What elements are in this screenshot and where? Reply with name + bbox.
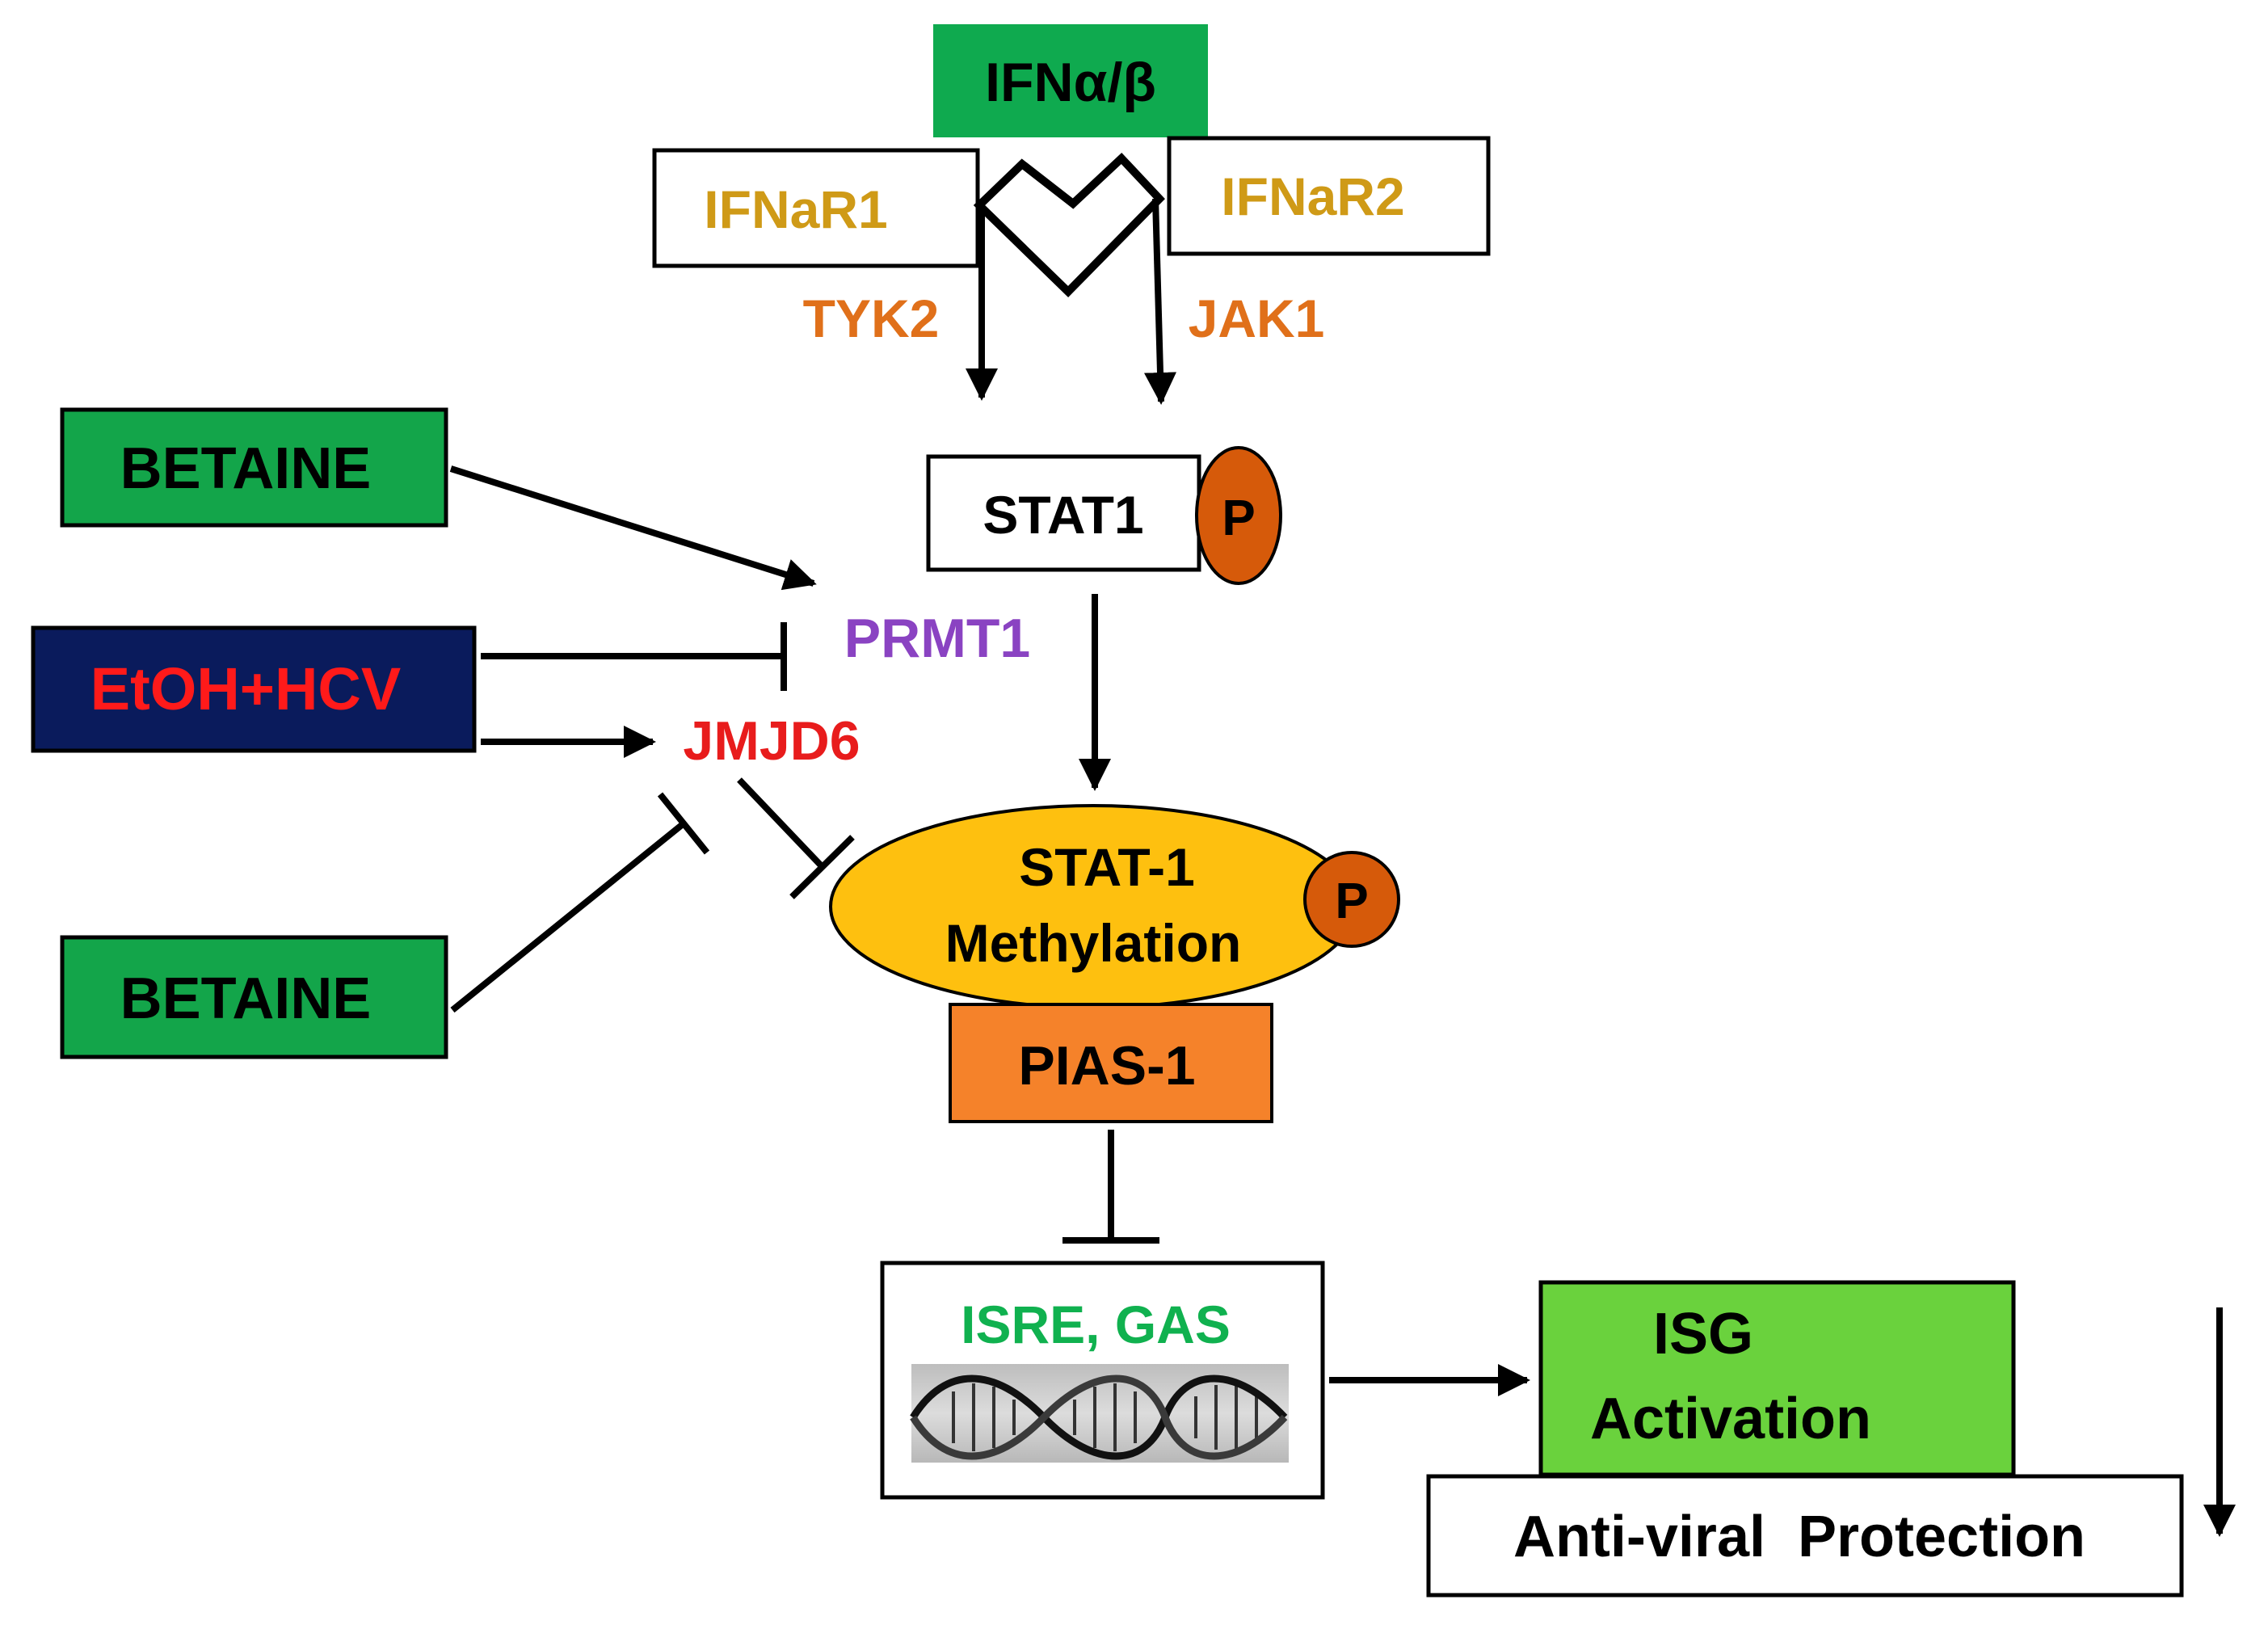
etoh-hcv-box xyxy=(31,625,477,753)
methylation-phospho-badge xyxy=(1303,851,1400,948)
betaine-top-label: BETAINE xyxy=(120,436,372,501)
methylation-line1: STAT-1 xyxy=(1019,837,1195,897)
isg-activation-box xyxy=(1538,1280,2016,1477)
jmjd6-inhibits-methylation-bar xyxy=(789,835,855,899)
stat1-box xyxy=(926,454,1201,572)
jmjd6-inhibits-methylation-line xyxy=(737,777,824,869)
isg-line1: ISG xyxy=(1653,1302,1753,1366)
etoh-hcv-node: EtOH+HCV xyxy=(31,625,477,753)
antiviral-protection-box xyxy=(1426,1474,2184,1598)
ifnar1-label: IFNaR1 xyxy=(704,179,887,239)
dna-icon xyxy=(910,1364,1289,1463)
isre-gas-node: ISRE, GAS xyxy=(880,1261,1325,1500)
etoh-hcv-label: EtOH+HCV xyxy=(90,655,401,722)
ifn-ligand-box xyxy=(933,24,1208,137)
methylation-line2: Methylation xyxy=(945,913,1242,973)
methylation-ellipse xyxy=(829,804,1357,1009)
prmt1-label: PRMT1 xyxy=(844,608,1030,669)
ifnar2-box xyxy=(1167,136,1491,256)
isg-line2: Activation xyxy=(1590,1387,1871,1451)
stat1-phospho-label: P xyxy=(1222,490,1255,546)
betaine-inhibits-jmjd6-bar xyxy=(657,792,710,855)
jak1-arrow xyxy=(1144,198,1176,405)
isg-activation-node: ISG Activation xyxy=(1538,1280,2016,1477)
isre-gas-label: ISRE, GAS xyxy=(961,1295,1231,1354)
ifnar1-box xyxy=(652,148,980,268)
jak1-label: JAK1 xyxy=(1189,288,1325,348)
betaine-inhibits-jmjd6-line xyxy=(450,821,685,1013)
betaine-bottom-node: BETAINE xyxy=(60,935,448,1059)
pias1-label: PIAS-1 xyxy=(1018,1035,1195,1097)
betaine-activates-prmt1-arrow xyxy=(449,465,817,591)
betaine-bottom-box xyxy=(60,935,448,1059)
tyk2-label: TYK2 xyxy=(803,288,940,348)
stat1-phospho-badge xyxy=(1195,446,1282,585)
ifn-ligand: IFNα/β xyxy=(933,24,1208,137)
ifn-ligand-label: IFNα/β xyxy=(985,52,1156,113)
antiviral-protection-node: Anti-viral Protection xyxy=(1426,1474,2184,1598)
stat1-label: STAT1 xyxy=(983,485,1143,545)
betaine-bottom-label: BETAINE xyxy=(120,966,372,1031)
antiviral-protection-label: Anti-viral Protection xyxy=(1513,1505,2085,1569)
pias1-box xyxy=(949,1003,1273,1123)
ifnar1-receptor: IFNaR1 xyxy=(652,148,980,268)
pias1-node: PIAS-1 xyxy=(949,1003,1273,1123)
stat1-node: STAT1 P xyxy=(926,446,1282,585)
stat1-methylation-node: STAT-1 Methylation P xyxy=(829,804,1400,1009)
methylation-phospho-label: P xyxy=(1335,874,1368,929)
receptor-binding-shape xyxy=(973,152,1165,298)
betaine-top-node: BETAINE xyxy=(60,407,448,528)
betaine-top-box xyxy=(60,407,448,528)
jmjd6-label: JMJD6 xyxy=(683,710,860,772)
ifnar2-label: IFNaR2 xyxy=(1221,166,1404,226)
ifnar2-receptor: IFNaR2 xyxy=(1167,136,1491,256)
